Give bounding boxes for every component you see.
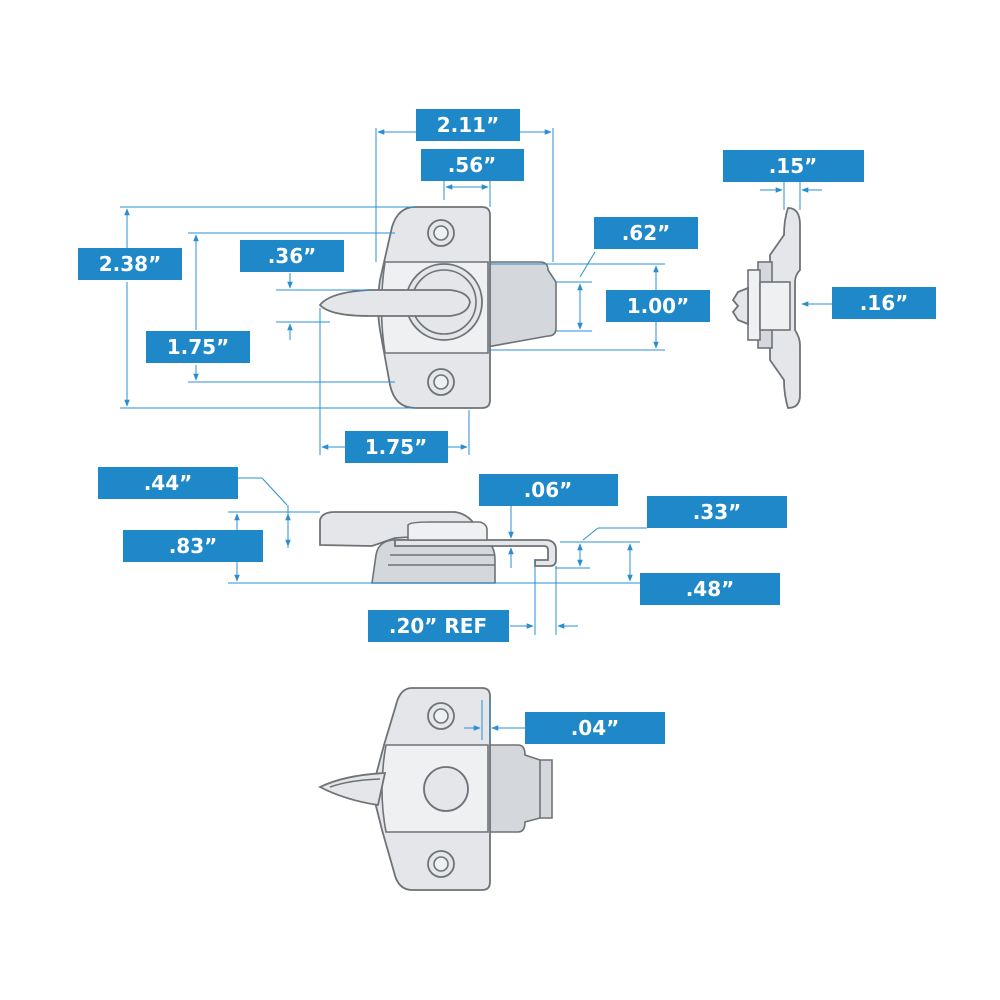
label-overall-profile: .83” [123,530,263,562]
bottom-lever-tip [317,772,387,807]
label-top-width-text: 2.11” [437,113,500,137]
bottom-rotor [423,766,469,812]
label-handle-offset: .36” [240,240,344,272]
label-top-width: 2.11” [416,109,520,141]
screw-hole-bottom [427,368,455,396]
side-view-dimensions [760,182,832,307]
profile-view [319,511,557,584]
label-tongue-height-text: 1.00” [627,294,690,318]
label-side-boss-text: .16” [860,291,909,315]
label-handle-offset-text: .36” [268,244,317,268]
label-hook-ref: .20” REF [368,610,509,642]
side-knob [731,286,749,326]
bottom-view [317,687,553,891]
label-hook-height-text: .33” [693,500,742,524]
latch-tongue [469,261,557,351]
bottom-tongue [487,744,553,833]
label-bottom-offset-text: .04” [571,716,620,740]
label-overall-height-text: 2.38” [99,252,162,276]
label-lever-height-text: .44” [144,471,193,495]
label-lever-height: .44” [98,467,238,499]
label-hook-gap: .06” [479,474,618,506]
label-bottom-offset: .04” [525,712,665,744]
label-tongue-height: 1.00” [606,290,710,322]
label-side-thickness: .15” [723,150,864,182]
bottom-view-dimensions [464,700,525,740]
label-body-height: .48” [640,573,780,605]
label-top-center-text: .56” [448,153,497,177]
label-handle-length: 1.75” [345,431,448,463]
label-hole-spacing: 1.75” [146,331,250,363]
label-overall-profile-text: .83” [169,534,218,558]
label-handle-length-text: 1.75” [365,435,428,459]
label-hook-height: .33” [647,496,787,528]
label-overall-height: 2.38” [78,248,182,280]
front-view [318,206,557,409]
screw-hole-top [427,219,455,247]
label-keeper-tab: .62” [594,217,698,249]
label-keeper-tab-text: .62” [622,221,671,245]
profile-cap [407,521,488,541]
profile-view-dimensions [228,477,647,635]
side-view [731,207,801,409]
label-hook-ref-text: .20” REF [389,614,487,638]
label-hole-spacing-text: 1.75” [167,335,230,359]
label-hook-gap-text: .06” [524,478,573,502]
bottom-screw-hole-bottom [427,850,455,878]
profile-hook [394,539,557,567]
front-view-dimensions [120,128,665,455]
handle-lever [318,289,471,317]
side-boss-inner [747,269,761,341]
side-tongue [759,281,791,331]
label-top-center: .56” [421,149,524,181]
label-side-thickness-text: .15” [769,154,818,178]
label-body-height-text: .48” [686,577,735,601]
label-side-boss: .16” [832,287,936,319]
bottom-screw-hole-top [427,702,455,730]
